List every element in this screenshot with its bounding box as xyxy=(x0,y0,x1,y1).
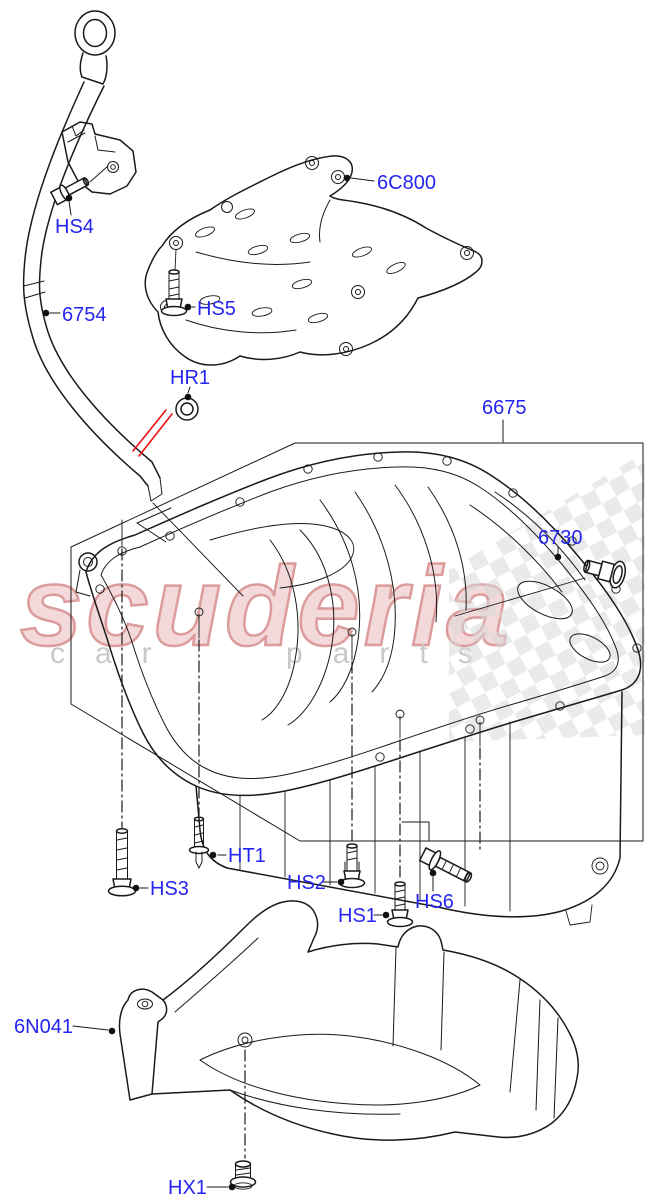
watermark-brand-text: scuderia xyxy=(20,544,513,669)
drain-plug-6730 xyxy=(583,559,627,589)
box-step-detail xyxy=(401,821,430,842)
dipstick-tube xyxy=(22,10,244,597)
watermark-sub-left: car xyxy=(50,637,182,670)
plug-hx1 xyxy=(229,1160,257,1190)
part-label-hs1[interactable]: HS1 xyxy=(338,905,377,927)
part-label-hs6[interactable]: HS6 xyxy=(415,891,454,913)
part-label-hs5[interactable]: HS5 xyxy=(197,298,236,320)
part-label-6730[interactable]: 6730 xyxy=(538,527,583,549)
stud-ht1 xyxy=(188,816,210,869)
bolt-hs5 xyxy=(160,249,188,317)
checkered-flag-watermark xyxy=(449,452,645,742)
part-label-hs2[interactable]: HS2 xyxy=(287,872,326,894)
lower-oil-pan xyxy=(118,900,580,1141)
plug-6730-alignment-line xyxy=(454,577,586,617)
projection-lines xyxy=(121,548,481,1159)
part-label-ht1[interactable]: HT1 xyxy=(228,845,266,867)
watermark-sub-right: parts xyxy=(286,637,503,670)
oil-pan xyxy=(75,451,642,926)
part-label-6675[interactable]: 6675 xyxy=(482,397,527,419)
part-label-hr1[interactable]: HR1 xyxy=(170,367,210,389)
leader-lines xyxy=(42,174,562,1191)
part-box-6675 xyxy=(70,442,644,842)
part-label-hx1[interactable]: HX1 xyxy=(168,1177,207,1199)
baffle-plate xyxy=(144,155,483,366)
part-label-6c800[interactable]: 6C800 xyxy=(377,172,436,194)
part-label-6754[interactable]: 6754 xyxy=(62,304,107,326)
part-label-6n041[interactable]: 6N041 xyxy=(14,1016,73,1038)
bolt-hs6 xyxy=(418,847,473,883)
part-label-hs3[interactable]: HS3 xyxy=(150,878,189,900)
hs4-alignment-line xyxy=(89,165,109,183)
hr1-pointer-lines xyxy=(132,409,173,457)
o-ring-hr1 xyxy=(132,397,199,457)
part-labels: HS4 6C800 HS5 6754 HR1 6675 6730 HS3 HT1… xyxy=(14,172,583,1199)
watermark: scuderia car parts xyxy=(19,452,645,742)
bolt-hs1 xyxy=(386,881,414,928)
part-label-hs4[interactable]: HS4 xyxy=(55,216,94,238)
